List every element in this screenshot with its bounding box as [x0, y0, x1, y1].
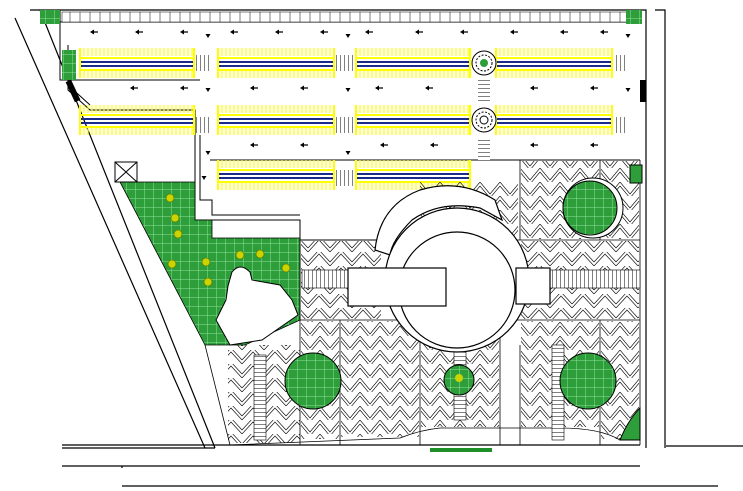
direction-arrow — [530, 85, 538, 91]
direction-arrow — [230, 29, 238, 35]
steps-right — [549, 269, 641, 289]
central-building — [347, 185, 551, 353]
crosswalk-c1 — [336, 55, 354, 71]
tree-grove-se — [559, 352, 617, 410]
direction-arrow — [180, 29, 188, 35]
kiosk-building — [215, 266, 299, 346]
yellow-trees — [165, 193, 291, 287]
box-marker-cross — [114, 161, 138, 183]
direction-arrow — [430, 142, 438, 148]
corner-green-block-right — [626, 10, 642, 24]
corner-green-block-left — [40, 10, 60, 24]
direction-arrow — [205, 151, 211, 155]
parking-bay-row — [79, 48, 195, 78]
direction-arrow — [600, 29, 608, 35]
parking-bay-row — [217, 48, 335, 78]
corner-planter-se — [619, 406, 641, 441]
direction-arrow — [180, 85, 188, 91]
direction-arrow — [300, 85, 308, 91]
steps-left — [301, 269, 349, 289]
direction-arrow — [425, 85, 433, 91]
parking-bay-row — [495, 105, 613, 135]
gate-left — [65, 79, 81, 103]
tree-grove-sw — [284, 352, 342, 410]
direction-arrow — [135, 29, 143, 35]
steps-south-1 — [253, 354, 267, 441]
green-curb-bar — [430, 448, 492, 452]
roundabout-middle — [471, 107, 497, 133]
direction-arrow — [345, 151, 351, 155]
chevron-field-2 — [341, 321, 419, 437]
direction-arrow — [250, 85, 258, 91]
parking-bay-row — [217, 160, 335, 190]
crosswalk-top — [478, 80, 490, 102]
parking-bay-row — [79, 105, 195, 135]
direction-arrow — [625, 34, 631, 38]
direction-arrow — [201, 176, 207, 180]
direction-arrow — [415, 29, 423, 35]
direction-arrow — [250, 142, 258, 148]
direction-arrow — [625, 88, 631, 92]
crosswalk-right-mid — [614, 117, 628, 133]
direction-arrow — [130, 85, 138, 91]
direction-arrow — [560, 29, 568, 35]
tree-grove-center — [443, 364, 475, 396]
direction-arrow — [590, 142, 598, 148]
crosswalk-c2 — [336, 117, 354, 133]
direction-arrow — [375, 85, 383, 91]
crosswalk-left-mid — [196, 117, 212, 133]
left-green-strip — [62, 50, 76, 80]
direction-arrow — [365, 29, 373, 35]
direction-arrows — [90, 29, 631, 180]
parking-bay-row — [217, 105, 335, 135]
direction-arrow — [380, 142, 388, 148]
crosswalk-right-top — [614, 55, 628, 71]
direction-arrow — [510, 29, 518, 35]
parking-rows — [79, 48, 613, 190]
direction-arrow — [530, 142, 538, 148]
parking-bay-row — [355, 105, 471, 135]
direction-arrow — [300, 142, 308, 148]
top-curb-strip — [61, 11, 629, 23]
direction-arrow — [345, 34, 351, 38]
direction-arrow — [275, 29, 283, 35]
crosswalk-c3 — [336, 170, 354, 186]
parking-bay-row — [495, 48, 613, 78]
direction-arrow — [460, 29, 468, 35]
crosswalk-left-top — [196, 55, 212, 71]
direction-arrow — [205, 34, 211, 38]
direction-arrow — [90, 29, 98, 35]
direction-arrow — [345, 88, 351, 92]
direction-arrow — [205, 88, 211, 92]
gate-right — [640, 80, 646, 102]
parking-bay-row — [355, 48, 471, 78]
corner-planter — [629, 164, 643, 184]
tree-grove-ne — [562, 177, 624, 239]
roundabout-top — [471, 50, 497, 76]
direction-arrow — [320, 29, 328, 35]
top-curb-ticks — [69, 12, 621, 22]
crosswalk-bottom — [478, 138, 490, 160]
direction-arrow — [590, 85, 598, 91]
